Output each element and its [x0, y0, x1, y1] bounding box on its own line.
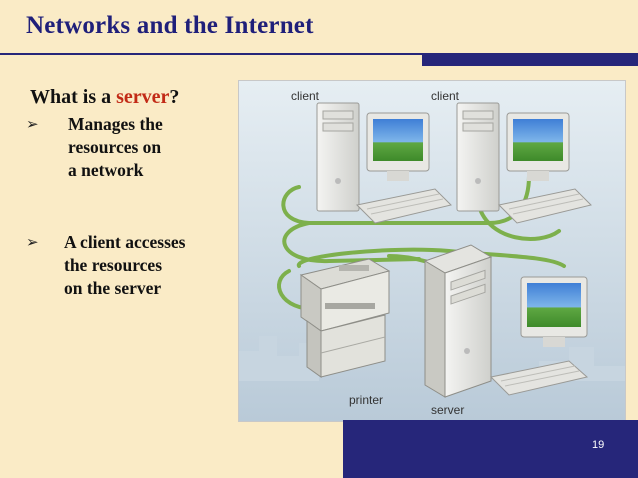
- title-accent-bar: [422, 55, 638, 66]
- client-computer-right: [456, 102, 592, 224]
- printer-device: [299, 258, 391, 378]
- bullet-line: Manages the: [68, 114, 163, 134]
- footer-accent-bar: [343, 420, 638, 478]
- server-computer: [423, 244, 493, 398]
- arrow-bullet-icon: ➢: [26, 115, 39, 133]
- server-monitor: [489, 276, 589, 396]
- title-divider: [0, 53, 638, 55]
- bullet-line: on the server: [64, 278, 162, 298]
- client-label: client: [291, 89, 320, 103]
- client-computer-left: [316, 102, 452, 224]
- arrow-bullet-icon: ➢: [26, 233, 39, 251]
- page-number: 19: [592, 439, 605, 451]
- network-diagram: [239, 81, 625, 421]
- question-suffix: ?: [169, 86, 180, 108]
- bullet-item: ➢ A client accesses the resources on the…: [26, 231, 236, 311]
- question-prefix: What is a: [30, 86, 117, 108]
- bullet-line: A client accesses: [64, 232, 186, 252]
- question-heading: What is a server?: [30, 86, 179, 109]
- slide-title: Networks and the Internet: [26, 12, 314, 39]
- bullet-line: a network: [68, 160, 144, 180]
- bullet-item: ➢ Manages the resources on a network: [26, 113, 226, 193]
- client-label: client: [431, 89, 460, 103]
- printer-label: printer: [349, 393, 384, 407]
- bullet-line: resources on: [68, 137, 162, 157]
- network-illustration: client client printer server: [238, 80, 626, 422]
- bullet-line: the resources: [64, 255, 163, 275]
- server-label: server: [431, 403, 465, 417]
- question-highlight: server: [116, 86, 170, 108]
